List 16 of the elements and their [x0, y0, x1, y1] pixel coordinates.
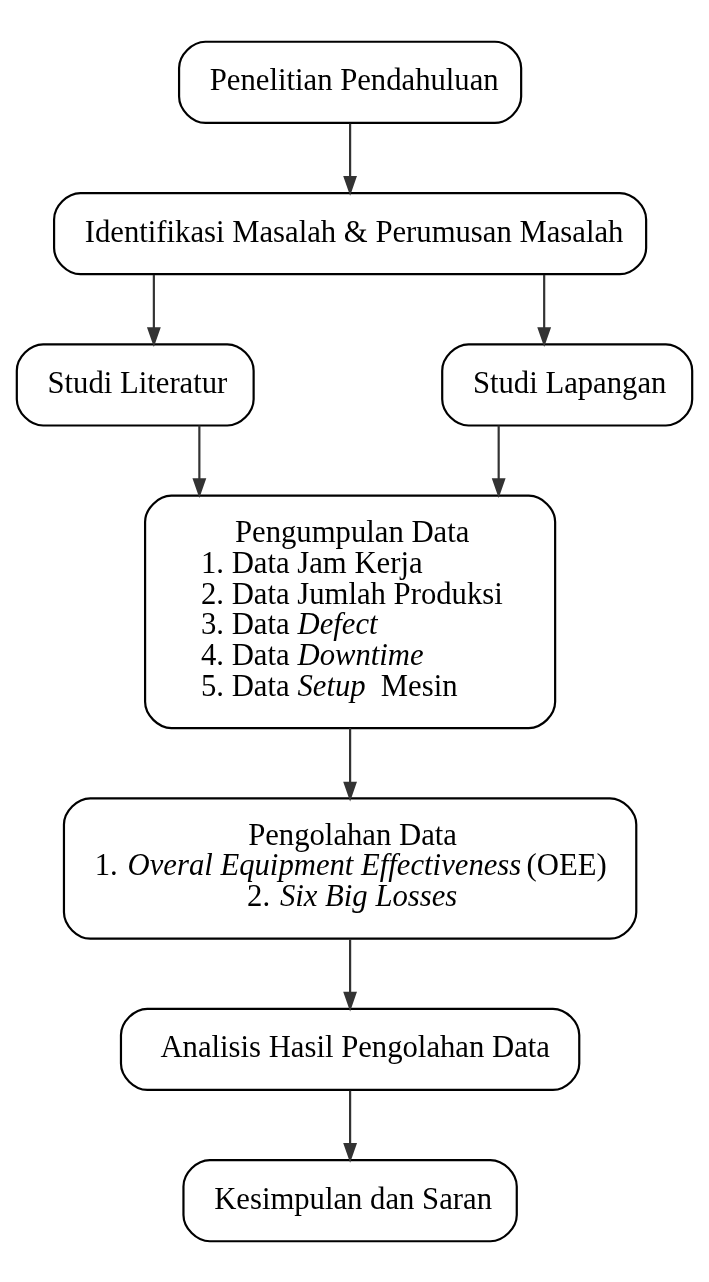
arrow: [343, 1090, 358, 1163]
arrow: [343, 727, 358, 801]
node-box: Studi Lapangan: [441, 342, 694, 427]
arrow: [146, 274, 161, 347]
node-box: Studi Literatur: [15, 342, 255, 427]
node-box: Penelitian Pendahuluan: [178, 40, 523, 124]
node-box: Pengumpulan Data 1. Data Jam Kerja 2. Data Jumlah Produksi 3. Data Defect 4. Data Downtime 5. Data Setup Mesin: [144, 494, 557, 729]
node-box: Pengolahan Data 1. Overal Equipment Effectiveness (OEE) 2. Six Big Losses: [62, 796, 638, 940]
arrow: [537, 274, 552, 347]
node-box: Analisis Hasil Pengolahan Data: [119, 1007, 581, 1091]
node-box: Identifikasi Masalah & Perumusan Masalah: [53, 191, 648, 275]
arrow: [491, 425, 506, 498]
arrow: [343, 123, 358, 196]
arrow: [192, 425, 207, 498]
arrow: [343, 938, 358, 1011]
node-box: Kesimpulan dan Saran: [182, 1158, 518, 1242]
